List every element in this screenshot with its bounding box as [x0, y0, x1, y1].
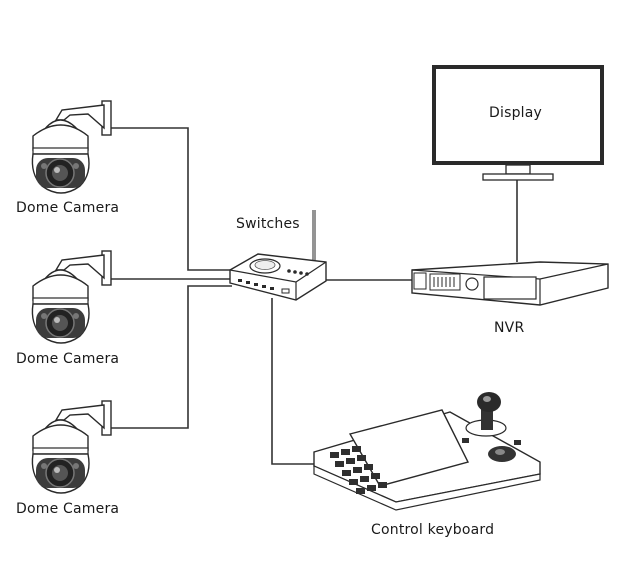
switch-device — [229, 210, 327, 301]
dome-camera-2-label: Dome Camera — [16, 351, 120, 367]
dome-camera-1 — [31, 100, 112, 194]
dome-camera-1-label: Dome Camera — [16, 200, 120, 216]
switches-label: Switches — [236, 216, 300, 232]
nvr-device — [411, 261, 609, 306]
cable-camera-1 — [111, 127, 235, 271]
nvr-label: NVR — [494, 320, 525, 336]
display-label: Display — [489, 105, 543, 121]
control-keyboard-label: Control keyboard — [371, 522, 495, 538]
dome-camera-3 — [31, 400, 112, 494]
dome-camera-3-label: Dome Camera — [16, 501, 120, 517]
display-monitor — [432, 65, 604, 181]
dome-camera-2 — [31, 250, 112, 344]
cable-switch-keyboard — [271, 298, 323, 465]
control-keyboard — [313, 392, 541, 511]
cable-camera-3 — [111, 285, 232, 429]
